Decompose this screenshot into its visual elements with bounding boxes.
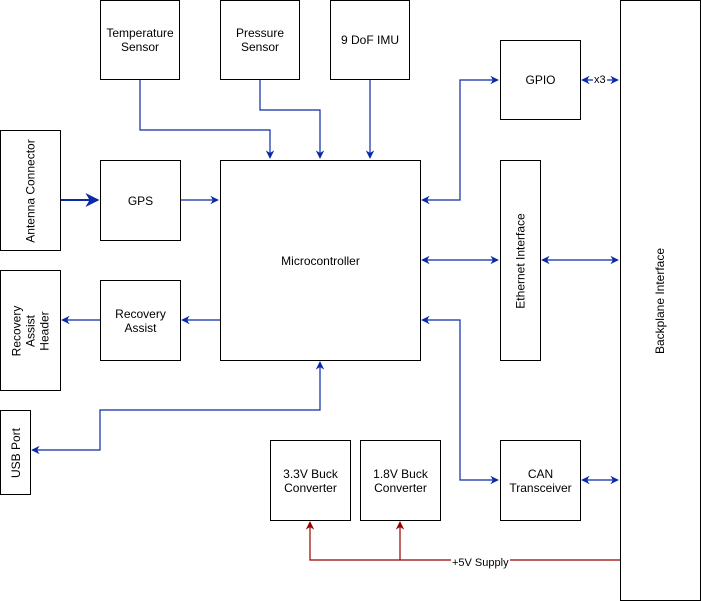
antenna-connector-block: Antenna Connector <box>0 130 61 251</box>
pressure-sensor-label: Pressure Sensor <box>235 26 285 54</box>
temperature-sensor-block: Temperature Sensor <box>100 0 180 80</box>
buck-3v3-block: 3.3V Buck Converter <box>270 440 351 521</box>
antenna-connector-label: Antenna Connector <box>23 138 38 243</box>
imu-label: 9 DoF IMU <box>340 33 399 47</box>
wire-mcu-gpio <box>421 75 499 205</box>
buck-1v8-block: 1.8V Buck Converter <box>360 440 441 521</box>
recovery-assist-header-block: Recovery Assist Header <box>0 270 61 391</box>
usb-port-label: USB Port <box>8 427 23 478</box>
can-transceiver-block: CAN Transceiver <box>500 440 581 521</box>
can-transceiver-label: CAN Transceiver <box>509 466 572 495</box>
pressure-sensor-block: Pressure Sensor <box>220 0 300 80</box>
microcontroller-label: Microcontroller <box>281 253 360 268</box>
gps-block: GPS <box>100 160 181 241</box>
recovery-assist-header-label: Recovery Assist Header <box>9 305 52 356</box>
microcontroller-block: Microcontroller <box>220 160 421 361</box>
usb-port-block: USB Port <box>0 410 31 495</box>
ethernet-interface-block: Ethernet Interface <box>500 160 541 361</box>
wire-mcu-usb <box>31 361 325 455</box>
imu-block: 9 DoF IMU <box>330 0 410 80</box>
wire-temperature-to-mcu <box>139 80 275 159</box>
gps-label: GPS <box>127 193 154 208</box>
temperature-sensor-label: Temperature Sensor <box>106 26 174 54</box>
gpio-multiplicity-label: x3 <box>593 74 607 86</box>
buck-1v8-label: 1.8V Buck Converter <box>373 466 428 495</box>
gpio-block: GPIO <box>500 40 581 120</box>
ethernet-interface-label: Ethernet Interface <box>513 212 528 309</box>
supply-label: +5V Supply <box>451 557 510 569</box>
backplane-interface-label: Backplane Interface <box>653 247 668 354</box>
recovery-assist-label: Recovery Assist <box>115 306 166 335</box>
wire-pressure-to-mcu <box>259 80 325 159</box>
recovery-assist-block: Recovery Assist <box>100 280 181 361</box>
gpio-label: GPIO <box>525 73 556 87</box>
buck-3v3-label: 3.3V Buck Converter <box>283 466 338 495</box>
wire-mcu-can <box>421 315 499 485</box>
wire-supply-to-3v3 <box>305 521 620 561</box>
backplane-interface-block: Backplane Interface <box>620 0 701 601</box>
